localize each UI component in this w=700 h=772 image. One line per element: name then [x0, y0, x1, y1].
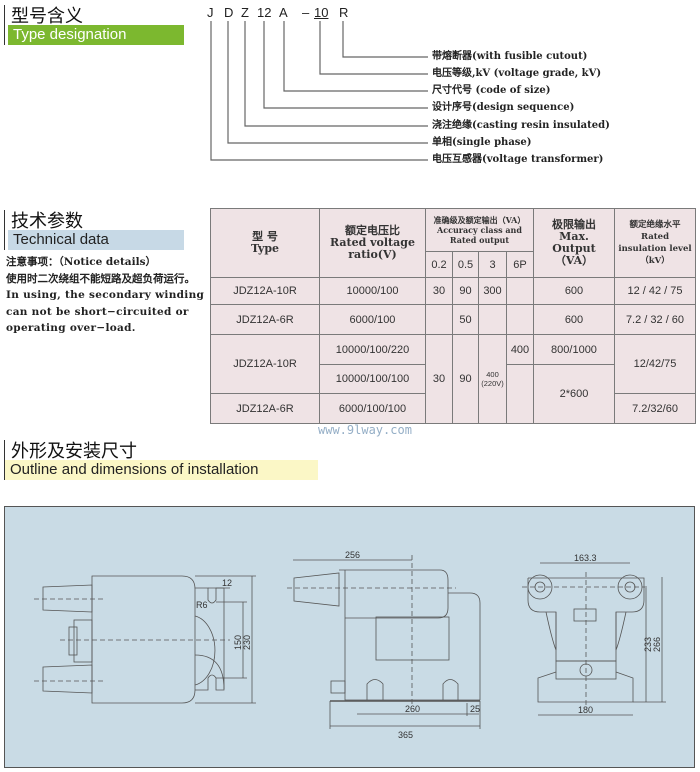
cell-insulation: 12/42/75 — [614, 334, 696, 394]
cell-type: JDZ12A-10R — [210, 334, 320, 394]
dim-266: 266 — [652, 637, 662, 652]
cell-insulation: 7.2 / 32 / 60 — [614, 304, 696, 335]
legend-design-sequence: 设计序号(design sequence) — [432, 102, 575, 113]
legend-voltage-grade: 电压等级,kV (voltage grade, kV) — [432, 68, 602, 79]
code-j: J — [207, 5, 214, 20]
code-10: 10 — [314, 5, 329, 20]
cell-class-0-2: 30 — [425, 277, 453, 305]
dim-230: 230 — [242, 635, 252, 650]
dim-180: 180 — [578, 705, 593, 715]
code-d: D — [224, 5, 234, 20]
cell-class-0-2: 30 — [425, 334, 453, 424]
notice-text: 注意事项：（Notice details） 使用时二次绕组不能短路及超负荷运行。… — [6, 254, 206, 337]
left-view — [34, 575, 256, 704]
cell-ratio: 10000/100/100 — [319, 364, 426, 394]
dim-150: 150 — [233, 635, 243, 650]
header-ratio: 额定电压比 Rated voltage ratio(V) — [319, 208, 426, 278]
cell-class-0-5: 90 — [452, 334, 479, 424]
dim-365: 365 — [398, 730, 413, 740]
notice-en: In using, the secondary winding can not … — [6, 289, 205, 334]
section-bar — [4, 440, 5, 480]
drawing-frame — [4, 506, 695, 768]
technical-data-table: 型 号 Type 额定电压比 Rated voltage ratio(V) 准确… — [210, 208, 696, 424]
code-dash: – — [302, 5, 310, 20]
table-row: 10000/100/100 2*600 — [211, 364, 696, 424]
cell-type: JDZ12A-10R — [210, 277, 320, 305]
code-z: Z — [241, 5, 249, 20]
table-row: JDZ12A-6R 6000/100 50 600 7.2 / 32 / 60 — [210, 304, 696, 335]
cell-class-0-5: 90 — [452, 277, 479, 305]
cell-class-6p: 400 — [506, 334, 534, 365]
legend-casting-resin: 浇注绝缘(casting resin insulated) — [432, 120, 610, 131]
cell-insulation: 7.2/32/60 — [614, 393, 696, 424]
dim-163-3: 163.3 — [574, 553, 597, 563]
dim-12: 12 — [222, 578, 232, 588]
outline-band: Outline and dimensions of installation — [5, 460, 318, 480]
designation-leader-lines — [210, 21, 428, 161]
cell-type: JDZ12A-6R — [210, 304, 320, 335]
type-designation-title-cn: 型号含义 — [11, 6, 83, 27]
cell-max-output: 600 — [533, 304, 615, 335]
cell-class-0-5: 50 — [452, 304, 479, 335]
cell-max-output: 800/1000 — [533, 334, 615, 365]
outline-title-cn: 外形及安装尺寸 — [11, 441, 137, 462]
cell-type: JDZ12A-6R — [210, 393, 320, 424]
legend-fusible-cutout: 带熔断器(with fusible cutout) — [432, 51, 588, 62]
code-r: R — [339, 5, 349, 20]
header-accuracy: 准确级及额定输出（VA） Accuracy class and Rated ou… — [425, 208, 534, 252]
right-view — [522, 562, 666, 716]
cell-class-6p — [506, 277, 534, 305]
code-a: A — [279, 5, 288, 20]
table-row: JDZ12A-6R 6000/100/100 7.2/32/60 — [210, 393, 696, 424]
cell-class-6p — [506, 364, 534, 424]
table-row: JDZ12A-10R 10000/100 30 90 300 600 12 / … — [210, 277, 696, 305]
cell-ratio: 6000/100 — [319, 304, 426, 335]
cell-class-0-2 — [425, 304, 453, 335]
section-bar — [4, 5, 5, 45]
header-class-0-2: 0.2 — [425, 251, 453, 278]
cell-class-3 — [478, 304, 507, 335]
legend-single-phase: 单相(single phase) — [432, 137, 532, 148]
technical-data-band: Technical data — [8, 230, 184, 250]
type-designation-band: Type designation — [8, 25, 184, 45]
cell-insulation: 12 / 42 / 75 — [614, 277, 696, 305]
cell-class-6p — [506, 304, 534, 335]
cell-class-3: 400 (220V) — [478, 334, 507, 424]
notice-heading: 注意事项：（Notice details） — [6, 256, 156, 268]
cell-class-3: 300 — [478, 277, 507, 305]
dim-260: 260 — [405, 704, 420, 714]
cell-max-output: 2*600 — [533, 364, 615, 424]
dim-r6: R6 — [196, 600, 208, 610]
header-insulation: 额定绝缘水平 Rated insulation level（kV） — [614, 208, 696, 278]
cell-ratio: 6000/100/100 — [319, 393, 426, 424]
middle-view — [287, 555, 481, 729]
outline-drawing: 12 R6 150 230 256 260 25 365 163.3 233 2… — [34, 550, 666, 740]
header-class-3: 3 — [478, 251, 507, 278]
cell-max-output: 600 — [533, 277, 615, 305]
legend-voltage-transformer: 电压互感器(voltage transformer) — [432, 154, 604, 165]
section-bar — [4, 210, 5, 250]
cell-ratio: 10000/100/220 — [319, 334, 426, 365]
header-class-6p: 6P — [506, 251, 534, 278]
code-12: 12 — [257, 5, 272, 20]
notice-cn: 使用时二次绕组不能短路及超负荷运行。 — [6, 272, 195, 285]
watermark: www.9lway.com — [318, 423, 412, 437]
header-max-output: 极限输出 Max. Output（VA） — [533, 208, 615, 278]
table-row: JDZ12A-10R 10000/100/220 30 90 400 (220V… — [210, 334, 696, 424]
legend-code-of-size: 尺寸代号 (code of size) — [432, 85, 551, 96]
dim-25: 25 — [470, 704, 480, 714]
header-class-0-5: 0.5 — [452, 251, 479, 278]
header-type: 型 号 Type — [210, 208, 320, 278]
technical-data-title-cn: 技术参数 — [11, 211, 83, 232]
dim-256: 256 — [345, 550, 360, 560]
cell-ratio: 10000/100 — [319, 277, 426, 305]
dim-233: 233 — [643, 637, 653, 652]
